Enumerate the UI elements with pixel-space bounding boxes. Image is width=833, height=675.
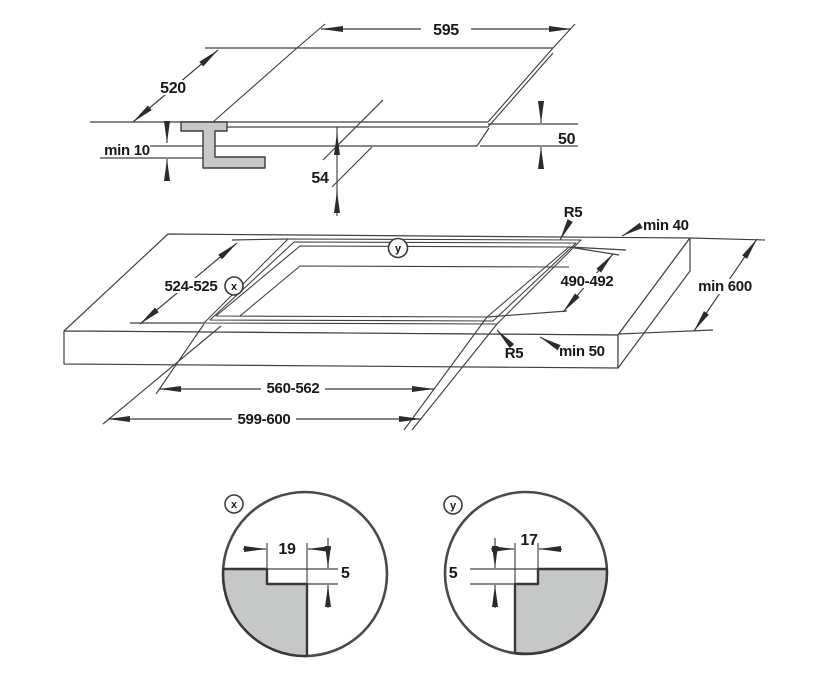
- detail-y-title-letter: y: [450, 500, 457, 512]
- worktop-front-face: [63, 330, 619, 369]
- worktop-right-face: [617, 237, 691, 369]
- distance-front-label: min 50: [559, 343, 605, 360]
- opening-width-inner-label: 560-562: [267, 380, 320, 397]
- dim-text-bg: [421, 22, 471, 36]
- fixing-clamp-bracket: [180, 121, 266, 169]
- dim-text-bg: [556, 273, 618, 288]
- detail-y-extension-lines: [470, 543, 539, 585]
- detail-y-depth-label: 5: [449, 565, 458, 582]
- detail-x-worktop-section: [221, 567, 309, 658]
- hob-top-view: 595 520 min 10 54 50: [90, 22, 578, 216]
- total-height-label: 50: [558, 131, 576, 148]
- distance-rear-leader: [621, 222, 643, 237]
- detail-x-title-circle: [224, 494, 244, 514]
- opening-depth-outer-label: 524-525: [165, 278, 218, 295]
- dim-text-bg: [149, 80, 199, 95]
- corner-radius-front-leader: [496, 329, 515, 349]
- clearance-below-label: min 10: [104, 142, 150, 159]
- detail-y-worktop-section: [513, 567, 609, 655]
- worktop-cutout-view: 524-525 490-492 min 600 560-562 599-600 …: [63, 204, 766, 431]
- detail-y-title-circle: [443, 495, 463, 515]
- recess-depth-label: 54: [311, 170, 329, 187]
- distance-rear-label: min 40: [643, 217, 689, 234]
- opening-depth-inner-label: 490-492: [561, 273, 614, 290]
- hob-body-edges: [100, 127, 490, 159]
- dim-text-bg: [695, 279, 755, 294]
- cutout-outer-edge: [203, 238, 582, 325]
- detail-x-view: 19 5 x: [221, 490, 389, 658]
- worktop-depth-label: min 600: [698, 278, 752, 295]
- width-dimension-label: 595: [433, 22, 459, 39]
- detail-x-marker-circle: [224, 276, 244, 296]
- corner-radius-rear-leader: [559, 219, 573, 241]
- dim-text-bg: [232, 411, 296, 426]
- detail-x-title-letter: x: [231, 499, 238, 511]
- detail-y-view: 17 5 y: [443, 490, 609, 656]
- recess-extension-lines: [322, 99, 384, 216]
- height-extension-lines: [480, 123, 578, 147]
- opening-width-outer-label: 599-600: [238, 411, 291, 428]
- detail-x-extension-lines: [266, 543, 338, 585]
- hob-glass-edges: [90, 47, 554, 128]
- distance-front-leader: [539, 336, 561, 351]
- depth-dimension-label: 520: [160, 80, 186, 97]
- cutout-step-edge: [209, 241, 577, 322]
- dim-text-bg: [102, 142, 150, 157]
- detail-x-marker-letter: x: [231, 281, 238, 293]
- detail-y-width-label: 17: [520, 532, 538, 549]
- cutout-wall-bottom-edges: [239, 265, 570, 317]
- detail-y-marker-letter: y: [395, 243, 402, 255]
- corner-radius-front-label: R5: [505, 345, 524, 362]
- corner-radius-rear-label: R5: [564, 204, 583, 221]
- dim-text-bg: [160, 278, 222, 293]
- detail-y-marker-circle: [387, 237, 409, 259]
- width-extension-lines: [296, 23, 576, 49]
- detail-x-depth-label: 5: [341, 565, 350, 582]
- dim-text-bg: [261, 381, 325, 396]
- detail-x-width-label: 19: [278, 541, 296, 558]
